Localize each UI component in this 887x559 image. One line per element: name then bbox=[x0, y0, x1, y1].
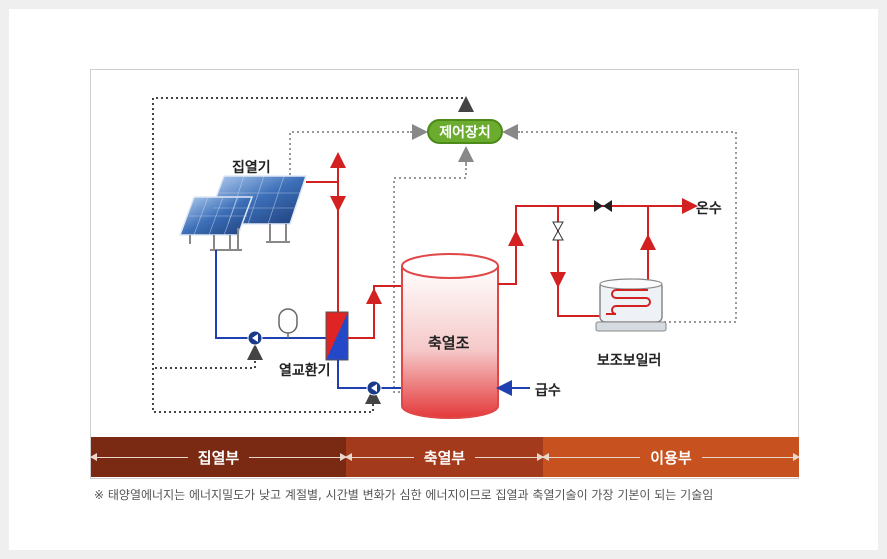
collector-label: 집열기 bbox=[232, 160, 271, 176]
bypass-valve bbox=[552, 221, 564, 241]
section-arrow-left bbox=[90, 452, 188, 461]
section-arrow-right bbox=[701, 452, 801, 461]
hot-pipe-collector bbox=[306, 162, 339, 330]
expansion-tank bbox=[278, 308, 298, 338]
cold-pipe-collector bbox=[215, 250, 330, 339]
aux-boiler bbox=[595, 278, 667, 332]
solar-collector bbox=[178, 175, 308, 251]
heat-exchanger-label: 열교환기 bbox=[279, 363, 331, 379]
section-arrow-right bbox=[475, 452, 544, 461]
section-use-label: 이용부 bbox=[650, 448, 692, 467]
section-arrow-left bbox=[345, 452, 414, 461]
check-valve bbox=[594, 200, 612, 212]
supply-water-label: 급수 bbox=[535, 383, 561, 399]
section-use: 이용부 bbox=[541, 437, 801, 477]
storage-tank bbox=[401, 253, 499, 419]
aux-boiler-label: 보조보일러 bbox=[597, 353, 662, 369]
section-arrow-right bbox=[249, 452, 347, 461]
hot-pipe-use bbox=[498, 205, 690, 285]
cold-pipe-hx-tank bbox=[337, 360, 404, 389]
tank-label: 축열조 bbox=[428, 334, 470, 352]
section-arrow-left bbox=[541, 452, 641, 461]
control-unit-badge: 제어장치 bbox=[427, 119, 503, 144]
section-storage-label: 축열부 bbox=[423, 448, 466, 467]
hot-pipe-hx-tank bbox=[348, 285, 404, 339]
section-collection: 집열부 bbox=[90, 437, 347, 477]
section-collection-label: 집열부 bbox=[197, 448, 240, 467]
footnote: ※ 태양열에너지는 에너지밀도가 낮고 계절별, 시간별 변화가 심한 에너지이… bbox=[94, 488, 714, 502]
hot-water-label: 온수 bbox=[696, 201, 722, 217]
pump-collector bbox=[247, 330, 263, 346]
control-lines bbox=[289, 131, 737, 393]
heat-exchanger bbox=[325, 311, 349, 361]
section-storage: 축열부 bbox=[345, 437, 544, 477]
pump-tank bbox=[366, 380, 382, 396]
